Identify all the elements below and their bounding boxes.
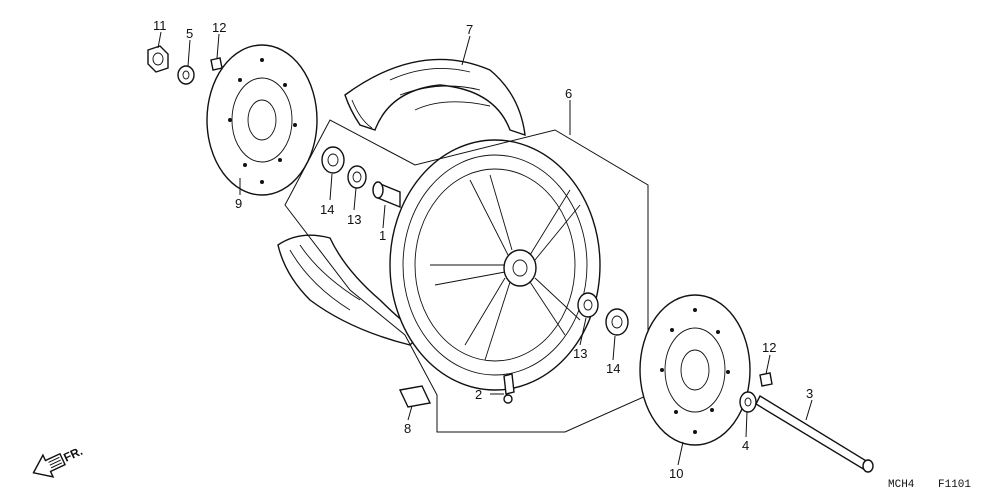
callout-11: 11 bbox=[153, 18, 167, 33]
bolt-12-right bbox=[759, 372, 773, 387]
axle-3 bbox=[755, 395, 874, 473]
left-brake-disc bbox=[206, 44, 318, 196]
callout-13: 13 bbox=[347, 212, 361, 227]
front-direction-marker: FR. bbox=[32, 444, 85, 478]
tire-upper-half bbox=[344, 58, 526, 137]
callout-1: 1 bbox=[379, 228, 386, 243]
callout-4: 4 bbox=[742, 438, 749, 453]
bearing-right-14 bbox=[605, 308, 629, 336]
callout-13: 13 bbox=[573, 346, 587, 361]
dust-seal-left-13 bbox=[347, 165, 367, 189]
bearing-left-14 bbox=[321, 146, 345, 174]
wheel-rim bbox=[389, 139, 601, 391]
callout-5: 5 bbox=[186, 26, 193, 41]
callout-12: 12 bbox=[762, 340, 776, 355]
collar-4 bbox=[739, 391, 757, 413]
distance-collar-1 bbox=[372, 181, 401, 209]
callout-3: 3 bbox=[806, 386, 813, 401]
callout-8: 8 bbox=[404, 421, 411, 436]
assembly-outline bbox=[284, 119, 649, 433]
callouts: 11 5 12 7 6 9 14 13 1 13 14 12 3 2 8 4 1… bbox=[153, 18, 813, 481]
callout-14: 14 bbox=[320, 202, 334, 217]
callout-6: 6 bbox=[565, 86, 572, 101]
dust-seal-right-13 bbox=[577, 292, 599, 318]
figure-code: F1101 bbox=[938, 479, 971, 491]
front-direction-label: FR. bbox=[61, 444, 84, 465]
valve-2 bbox=[503, 373, 515, 404]
right-brake-disc bbox=[639, 294, 751, 446]
collar-5 bbox=[177, 65, 195, 85]
callout-10: 10 bbox=[669, 466, 683, 481]
callout-12: 12 bbox=[212, 20, 226, 35]
leader-lines bbox=[157, 31, 813, 466]
balance-weight-8 bbox=[398, 385, 432, 408]
bolt-12-left bbox=[210, 57, 223, 71]
tire-lower-half bbox=[277, 234, 422, 346]
callout-7: 7 bbox=[466, 22, 473, 37]
callout-9: 9 bbox=[235, 196, 242, 211]
bolt-11 bbox=[147, 45, 169, 73]
callout-2: 2 bbox=[475, 387, 482, 402]
callout-14: 14 bbox=[606, 361, 620, 376]
model-code: MCH4 bbox=[888, 479, 915, 491]
front-arrow-icon bbox=[32, 452, 66, 478]
